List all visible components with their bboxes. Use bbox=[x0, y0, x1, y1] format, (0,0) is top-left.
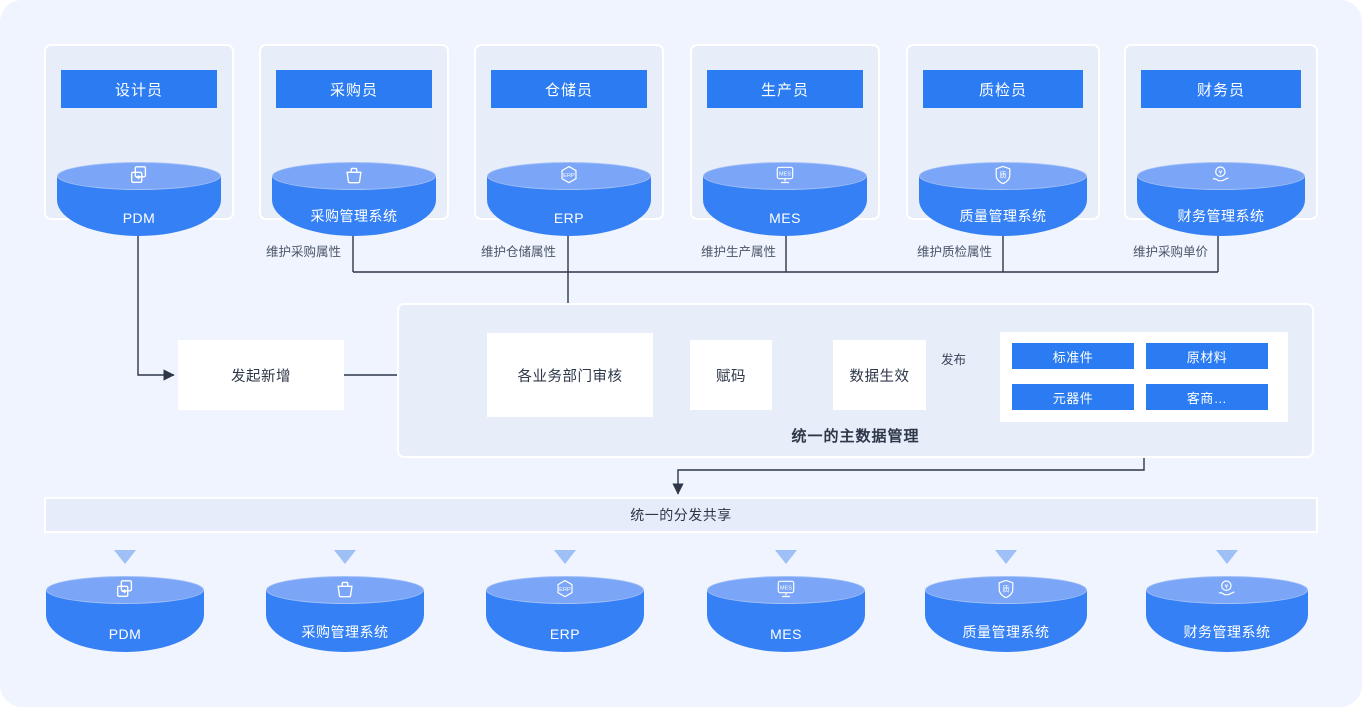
system-cylinder-finance: ¥ 财务管理系统 bbox=[1137, 162, 1305, 236]
step-initiate[interactable]: 发起新增 bbox=[178, 340, 344, 410]
target-cylinder-erp[interactable]: ERP ERP bbox=[486, 576, 644, 652]
role-chip-label: 设计员 bbox=[61, 70, 217, 108]
erp-hexagon-icon: ERP bbox=[558, 164, 580, 186]
svg-text:MES: MES bbox=[779, 171, 791, 177]
hand-coin-yuan-icon: ¥ bbox=[1216, 578, 1238, 600]
shopping-basket-icon bbox=[334, 578, 356, 600]
edge-label-purchase-price: 维护采购单价 bbox=[1132, 245, 1208, 259]
category-chip-standard[interactable]: 标准件 bbox=[1012, 343, 1134, 369]
shopping-basket-icon bbox=[343, 164, 365, 186]
system-cylinder-pdm: PDM bbox=[57, 162, 221, 236]
role-chip-label: 仓储员 bbox=[491, 70, 647, 108]
master-data-panel-title: 统一的主数据管理 bbox=[791, 428, 920, 445]
system-name: ERP bbox=[553, 210, 585, 226]
target-cylinder-mes[interactable]: MES MES bbox=[707, 576, 865, 652]
target-cylinder-finance[interactable]: ¥ 财务管理系统 bbox=[1146, 576, 1308, 652]
system-name: 采购管理系统 bbox=[301, 624, 389, 640]
system-name: ERP bbox=[549, 626, 581, 642]
step-data-effective[interactable]: 数据生效 bbox=[833, 340, 926, 410]
down-arrow-icon bbox=[334, 550, 356, 564]
category-chip-raw[interactable]: 原材料 bbox=[1146, 343, 1268, 369]
quality-shield-icon: 质 bbox=[992, 164, 1014, 186]
system-name: 财务管理系统 bbox=[1177, 208, 1265, 224]
system-name: 财务管理系统 bbox=[1183, 624, 1271, 640]
svg-text:¥: ¥ bbox=[1218, 168, 1222, 176]
mes-monitor-icon: MES bbox=[775, 578, 797, 600]
role-card-production[interactable]: 生产员 MES MES bbox=[690, 44, 880, 236]
hand-coin-yuan-icon: ¥ bbox=[1210, 164, 1232, 186]
role-card-buyer[interactable]: 采购员 采购管理系统 bbox=[259, 44, 449, 236]
svg-text:质: 质 bbox=[999, 170, 1006, 179]
down-arrow-icon bbox=[554, 550, 576, 564]
target-cylinder-purchase[interactable]: 采购管理系统 bbox=[266, 576, 424, 652]
down-arrow-icon bbox=[775, 550, 797, 564]
svg-text:¥: ¥ bbox=[1224, 582, 1228, 590]
edge-label-quality-attr: 维护质检属性 bbox=[916, 245, 992, 259]
quality-shield-icon: 质 bbox=[995, 578, 1017, 600]
role-chip-label: 质检员 bbox=[923, 70, 1083, 108]
mes-monitor-icon: MES bbox=[774, 164, 796, 186]
system-name: PDM bbox=[122, 210, 156, 226]
system-name: MES bbox=[770, 626, 802, 642]
svg-text:ERP: ERP bbox=[563, 173, 575, 179]
down-arrow-icon bbox=[995, 550, 1017, 564]
category-chip-customer[interactable]: 客商… bbox=[1146, 384, 1268, 410]
unified-share-bar: 统一的分发共享 bbox=[44, 497, 1318, 533]
role-chip-label: 生产员 bbox=[707, 70, 863, 108]
category-chip-component[interactable]: 元器件 bbox=[1012, 384, 1134, 410]
system-name: 采购管理系统 bbox=[310, 208, 398, 224]
role-card-warehouse[interactable]: 仓储员 ERP ERP bbox=[474, 44, 664, 236]
down-arrow-icon bbox=[114, 550, 136, 564]
role-card-designer[interactable]: 设计员 PDM bbox=[44, 44, 234, 236]
svg-text:质: 质 bbox=[1002, 584, 1009, 593]
svg-text:ERP: ERP bbox=[559, 587, 571, 593]
down-arrow-icon bbox=[1216, 550, 1238, 564]
system-cylinder-purchase: 采购管理系统 bbox=[272, 162, 436, 236]
category-box: 标准件 原材料 元器件 客商… bbox=[1000, 332, 1288, 422]
system-name: PDM bbox=[108, 626, 142, 642]
step-assign-code[interactable]: 赋码 bbox=[690, 340, 772, 410]
system-cylinder-quality: 质 质量管理系统 bbox=[919, 162, 1087, 236]
publish-label: 发布 bbox=[941, 353, 967, 367]
system-cylinder-mes: MES MES bbox=[703, 162, 867, 236]
role-card-finance[interactable]: 财务员 ¥ 财务管理系统 bbox=[1124, 44, 1318, 236]
step-department-review[interactable]: 各业务部门审核 bbox=[487, 333, 653, 417]
system-name: 质量管理系统 bbox=[962, 624, 1050, 640]
system-name: MES bbox=[769, 210, 801, 226]
edge-label-production-attr: 维护生产属性 bbox=[700, 245, 776, 259]
edge-label-purchase-attr: 维护采购属性 bbox=[265, 245, 341, 259]
system-name: 质量管理系统 bbox=[959, 208, 1047, 224]
system-cylinder-erp: ERP ERP bbox=[487, 162, 651, 236]
role-chip-label: 采购员 bbox=[276, 70, 432, 108]
erp-hexagon-icon: ERP bbox=[554, 578, 576, 600]
copy-documents-icon bbox=[114, 578, 136, 600]
svg-text:MES: MES bbox=[780, 585, 792, 591]
target-cylinder-pdm[interactable]: PDM bbox=[46, 576, 204, 652]
role-chip-label: 财务员 bbox=[1141, 70, 1301, 108]
edge-label-warehouse-attr: 维护仓储属性 bbox=[480, 245, 556, 259]
copy-documents-icon bbox=[128, 164, 150, 186]
target-cylinder-quality[interactable]: 质 质量管理系统 bbox=[925, 576, 1087, 652]
role-card-quality[interactable]: 质检员 质 质量管理系统 bbox=[906, 44, 1100, 236]
